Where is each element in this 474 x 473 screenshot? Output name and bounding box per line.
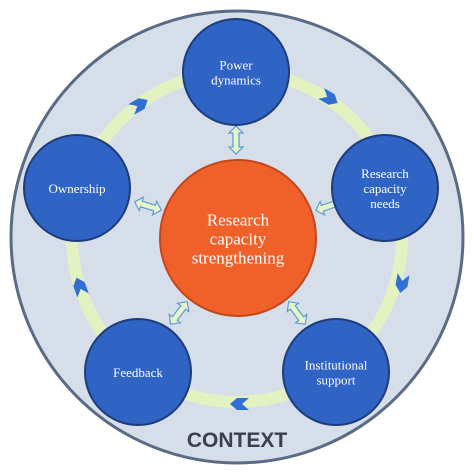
link-arrow-institutional-support (286, 301, 308, 325)
node-circle-power-dynamics (182, 18, 290, 126)
node-label-ownership: Ownership (48, 181, 105, 196)
link-arrow-ownership (133, 196, 163, 216)
center-circle (159, 159, 317, 317)
context-label: CONTEXT (187, 429, 288, 452)
cycle-arrow-2 (395, 273, 410, 293)
cycle-arrows (73, 88, 410, 410)
node-label-feedback: Feedback (113, 365, 163, 380)
node-ownership: Ownership (23, 134, 131, 242)
cycle-arrow-0 (128, 98, 148, 115)
node-circle-feedback (84, 318, 192, 426)
cycle-arrow-1 (318, 88, 338, 105)
node-circle-ownership (23, 134, 131, 242)
node-feedback: Feedback (84, 318, 192, 426)
link-arrow-feedback (168, 301, 190, 325)
node-circle-institutional-support (282, 318, 390, 426)
cycle-arrow-4 (73, 277, 89, 298)
link-arrow-power-dynamics (227, 125, 245, 155)
node-circle-research-capacity-needs (331, 134, 439, 242)
cycle-arrow-3 (230, 398, 249, 410)
